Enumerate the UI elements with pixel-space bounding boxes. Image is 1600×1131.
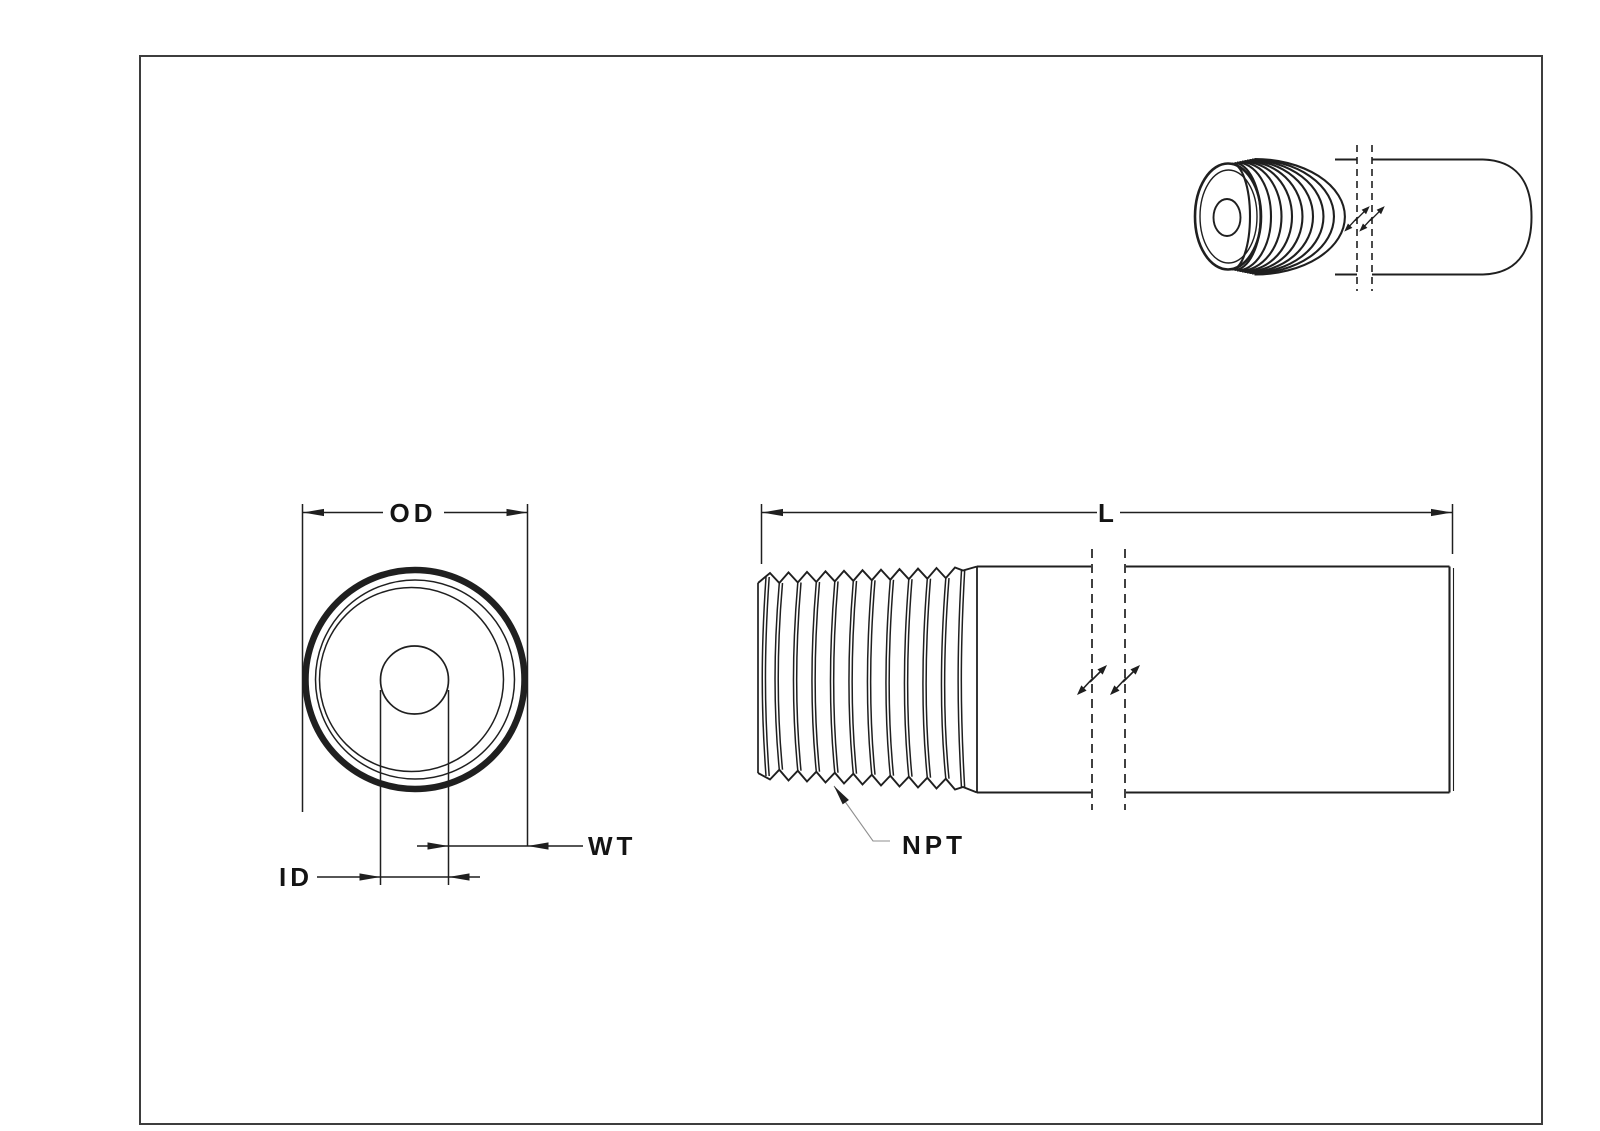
- od-dimension: [301, 504, 529, 846]
- side-body-outline: [976, 565, 1455, 794]
- iso-end-face: [1193, 162, 1263, 271]
- iso-break-lines: [1344, 145, 1385, 291]
- arrowhead: [303, 508, 324, 517]
- wt-label: WT: [588, 831, 636, 861]
- arrowhead: [762, 508, 783, 517]
- id-dimension: [317, 690, 480, 885]
- bore-circle: [379, 645, 450, 715]
- arrowhead: [359, 873, 381, 881]
- arrowhead: [506, 508, 528, 517]
- isometric-view: [1193, 145, 1533, 291]
- leader-arrowhead: [834, 786, 849, 805]
- side-thread-flanks: [761, 569, 966, 789]
- thread-root-circle: [318, 586, 505, 773]
- iso-body-outline: [1335, 158, 1533, 276]
- arrowhead: [448, 873, 470, 881]
- thread-crest-circle: [314, 579, 516, 780]
- length-dimension: [760, 504, 1454, 564]
- id-label: ID: [279, 862, 313, 892]
- wt-dimension: [417, 842, 583, 850]
- arrowhead: [427, 842, 449, 850]
- arrowhead: [527, 842, 549, 850]
- iso-bore: [1212, 198, 1242, 237]
- arrowhead: [1431, 508, 1452, 517]
- front-view: [302, 566, 528, 793]
- drawing-frame: [139, 55, 1543, 1125]
- side-break-lines: [1077, 549, 1140, 810]
- side-thread-profile: [757, 565, 978, 794]
- npt-leader: [833, 785, 890, 842]
- leader-line: [833, 785, 890, 842]
- od-label: OD: [390, 498, 437, 528]
- side-view: [757, 549, 1455, 810]
- npt-label: NPT: [902, 830, 966, 860]
- outer-diameter-circle: [302, 566, 528, 793]
- iso-thread-coils: [1231, 157, 1346, 276]
- length-label: L: [1098, 498, 1118, 528]
